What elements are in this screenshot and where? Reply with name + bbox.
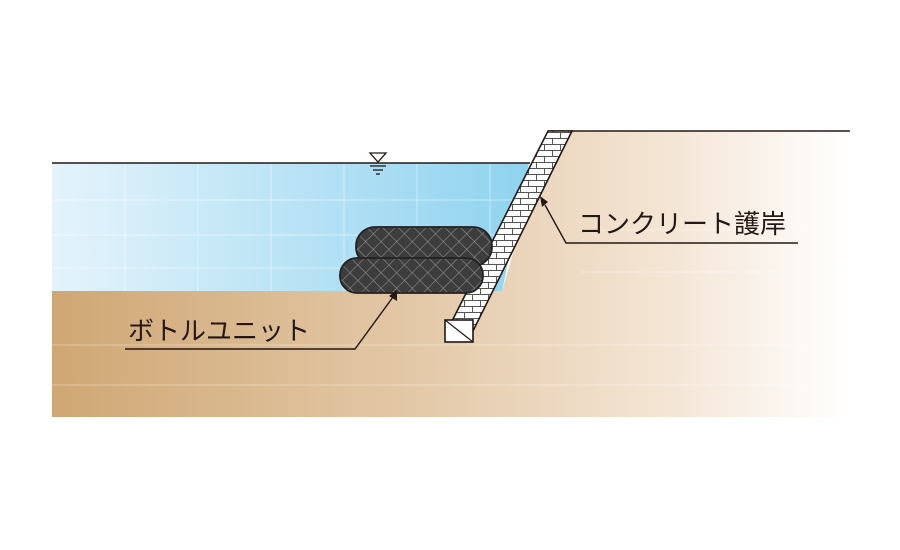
revetment-label: コンクリート護岸 <box>578 210 786 240</box>
soil-ground <box>52 131 850 417</box>
bottle-unit-label: ボトルユニット <box>128 317 310 347</box>
water-level-icon <box>368 152 388 175</box>
revetment-leader-line <box>544 204 798 244</box>
revetment-footing <box>444 319 474 343</box>
bottle-unit-leader-line <box>125 296 394 350</box>
soil-grid <box>52 229 850 386</box>
bottle-unit-arrowhead <box>389 290 397 301</box>
bottle-unit-lower <box>339 257 484 294</box>
revetment-arrowhead <box>540 196 548 207</box>
